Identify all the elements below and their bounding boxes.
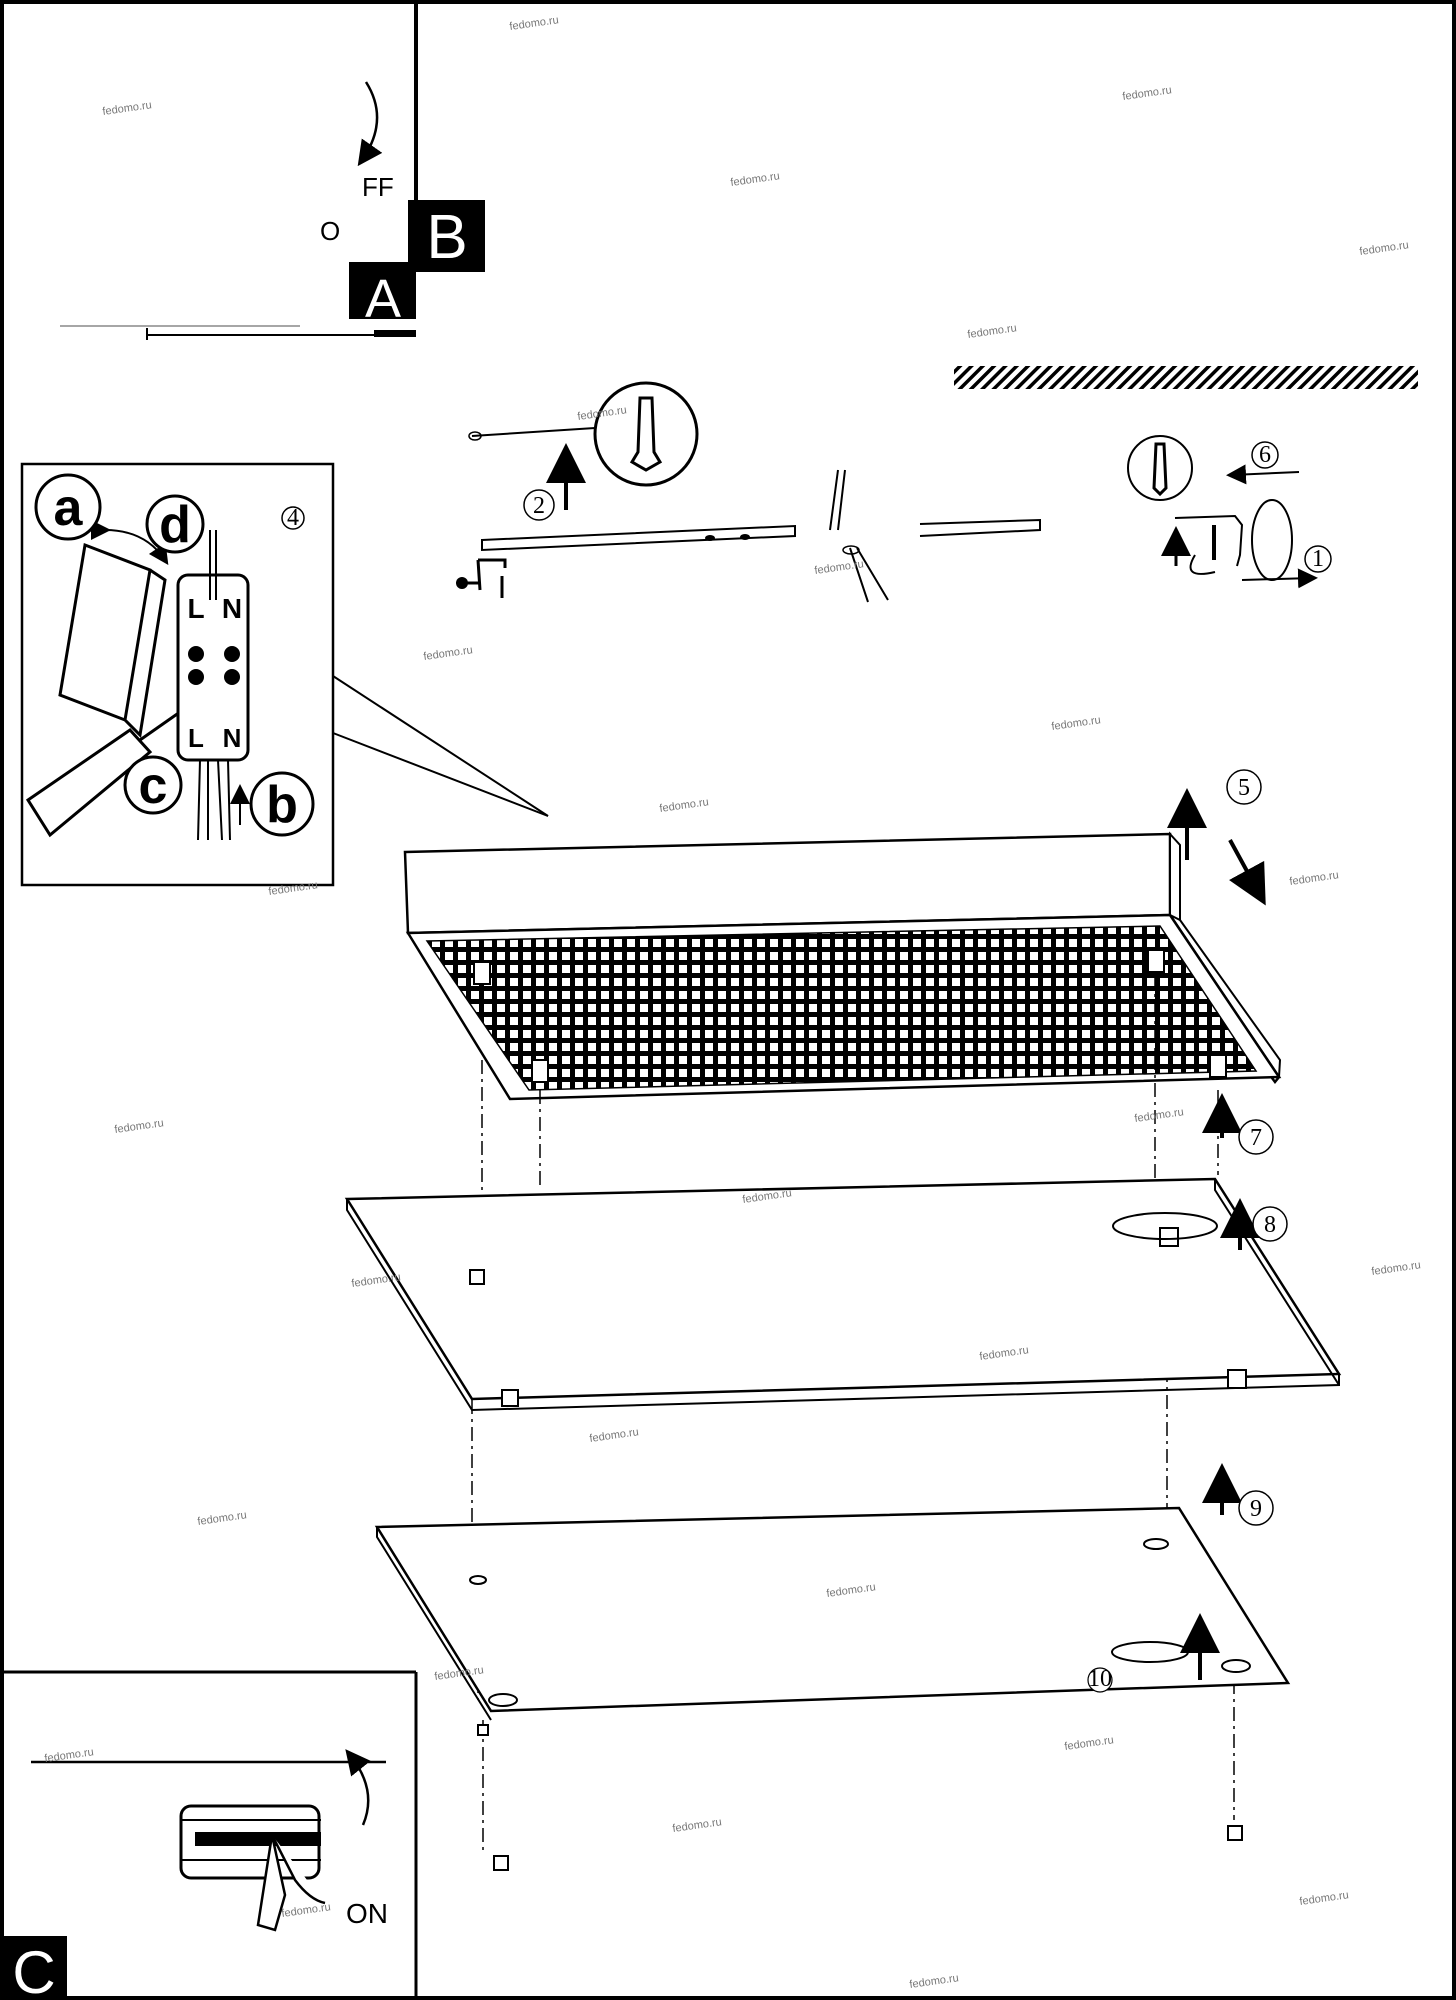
ceiling-hatch xyxy=(954,366,1418,389)
switch-off-label: FF xyxy=(362,172,394,202)
watermark: fedomo.ru xyxy=(659,796,710,815)
alignment-guides xyxy=(471,975,1235,1850)
left-arrow-icon xyxy=(1226,464,1300,485)
power-on-label: ON xyxy=(346,1898,388,1929)
watermark: fedomo.ru xyxy=(351,1271,402,1290)
watermark: fedomo.ru xyxy=(1122,84,1173,103)
switch-on-label: O xyxy=(320,216,340,246)
watermark: fedomo.ru xyxy=(814,558,865,577)
hand-icon xyxy=(256,1834,326,1932)
badge-b-label: B xyxy=(426,203,467,272)
inset-wiring-panel: 4 L N L N a d c b xyxy=(20,462,549,887)
wall-plug-icon xyxy=(1152,442,1168,497)
panel-switch-off: FF O B A xyxy=(60,0,485,340)
badge-c-label: C xyxy=(12,1939,55,2000)
wall-plug-icon xyxy=(629,396,663,472)
terminal-neutral-label-bottom: N xyxy=(223,723,242,753)
step-9-number: 9 xyxy=(1250,1496,1262,1522)
terminal-block xyxy=(176,573,250,762)
diffuser-panel: 9 10 xyxy=(374,1463,1291,1871)
watermark: fedomo.ru xyxy=(423,644,474,663)
step-2-number: 2 xyxy=(533,493,545,519)
down-arrow-icon xyxy=(1228,839,1266,906)
badge-a-label: A xyxy=(365,269,401,329)
watermark: fedomo.ru xyxy=(589,1426,640,1445)
rotate-arrow-icon xyxy=(1112,1212,1218,1240)
watermark: fedomo.ru xyxy=(1371,1259,1422,1278)
watermark: fedomo.ru xyxy=(1289,869,1340,888)
watermark: fedomo.ru xyxy=(102,99,153,118)
badge-a xyxy=(349,262,416,319)
callout-d: d xyxy=(159,496,191,554)
callout-a: a xyxy=(54,479,84,537)
step-10-number: 10 xyxy=(1088,1666,1112,1692)
dowel-detail-circle xyxy=(593,381,699,487)
step-7-number: 7 xyxy=(1250,1125,1262,1151)
rotate-arrow-icon xyxy=(357,81,383,167)
right-arrow-icon xyxy=(1241,568,1318,589)
step-4-number: 4 xyxy=(287,505,299,531)
terminal-neutral-label-top: N xyxy=(222,593,242,624)
watermark: fedomo.ru xyxy=(730,170,781,189)
watermark: fedomo.ru xyxy=(967,322,1018,341)
step-6-number: 6 xyxy=(1259,442,1271,468)
watermark: fedomo.ru xyxy=(1299,1889,1350,1908)
rotate-arrow-icon xyxy=(345,1749,371,1826)
watermark: fedomo.ru xyxy=(1134,1106,1185,1125)
watermark: fedomo.ru xyxy=(1359,239,1410,258)
panel-power-on: ON C xyxy=(0,1670,418,2000)
watermark: fedomo.ru xyxy=(509,14,560,33)
watermark: fedomo.ru xyxy=(281,1901,332,1920)
callout-c: c xyxy=(139,757,168,815)
callout-b: b xyxy=(266,776,298,834)
step-2-mounting-rail: 2 xyxy=(456,381,1041,603)
watermark: fedomo.ru xyxy=(672,1816,723,1835)
badge-b xyxy=(408,200,485,272)
mounting-plate: 7 8 xyxy=(344,1093,1342,1412)
luminaire-body: 5 xyxy=(403,769,1282,1101)
badge-c xyxy=(0,1936,67,2000)
step-8-number: 8 xyxy=(1264,1212,1276,1238)
step-1-number: 1 xyxy=(1312,546,1324,572)
screwdriver-icon xyxy=(25,728,153,838)
watermark: fedomo.ru xyxy=(909,1972,960,1991)
step-5-number: 5 xyxy=(1238,775,1250,801)
terminal-live-label-bottom: L xyxy=(188,723,204,753)
watermark: fedomo.ru xyxy=(197,1509,248,1528)
watermark: fedomo.ru xyxy=(1051,714,1102,733)
watermark: fedomo.ru xyxy=(1064,1734,1115,1753)
diffuser-grid xyxy=(425,925,1258,1091)
step-6-1-bracket: 6 1 xyxy=(1127,435,1332,589)
mounting-rail xyxy=(481,524,796,552)
watermark: fedomo.ru xyxy=(114,1117,165,1136)
terminal-live-label-top: L xyxy=(187,593,204,624)
